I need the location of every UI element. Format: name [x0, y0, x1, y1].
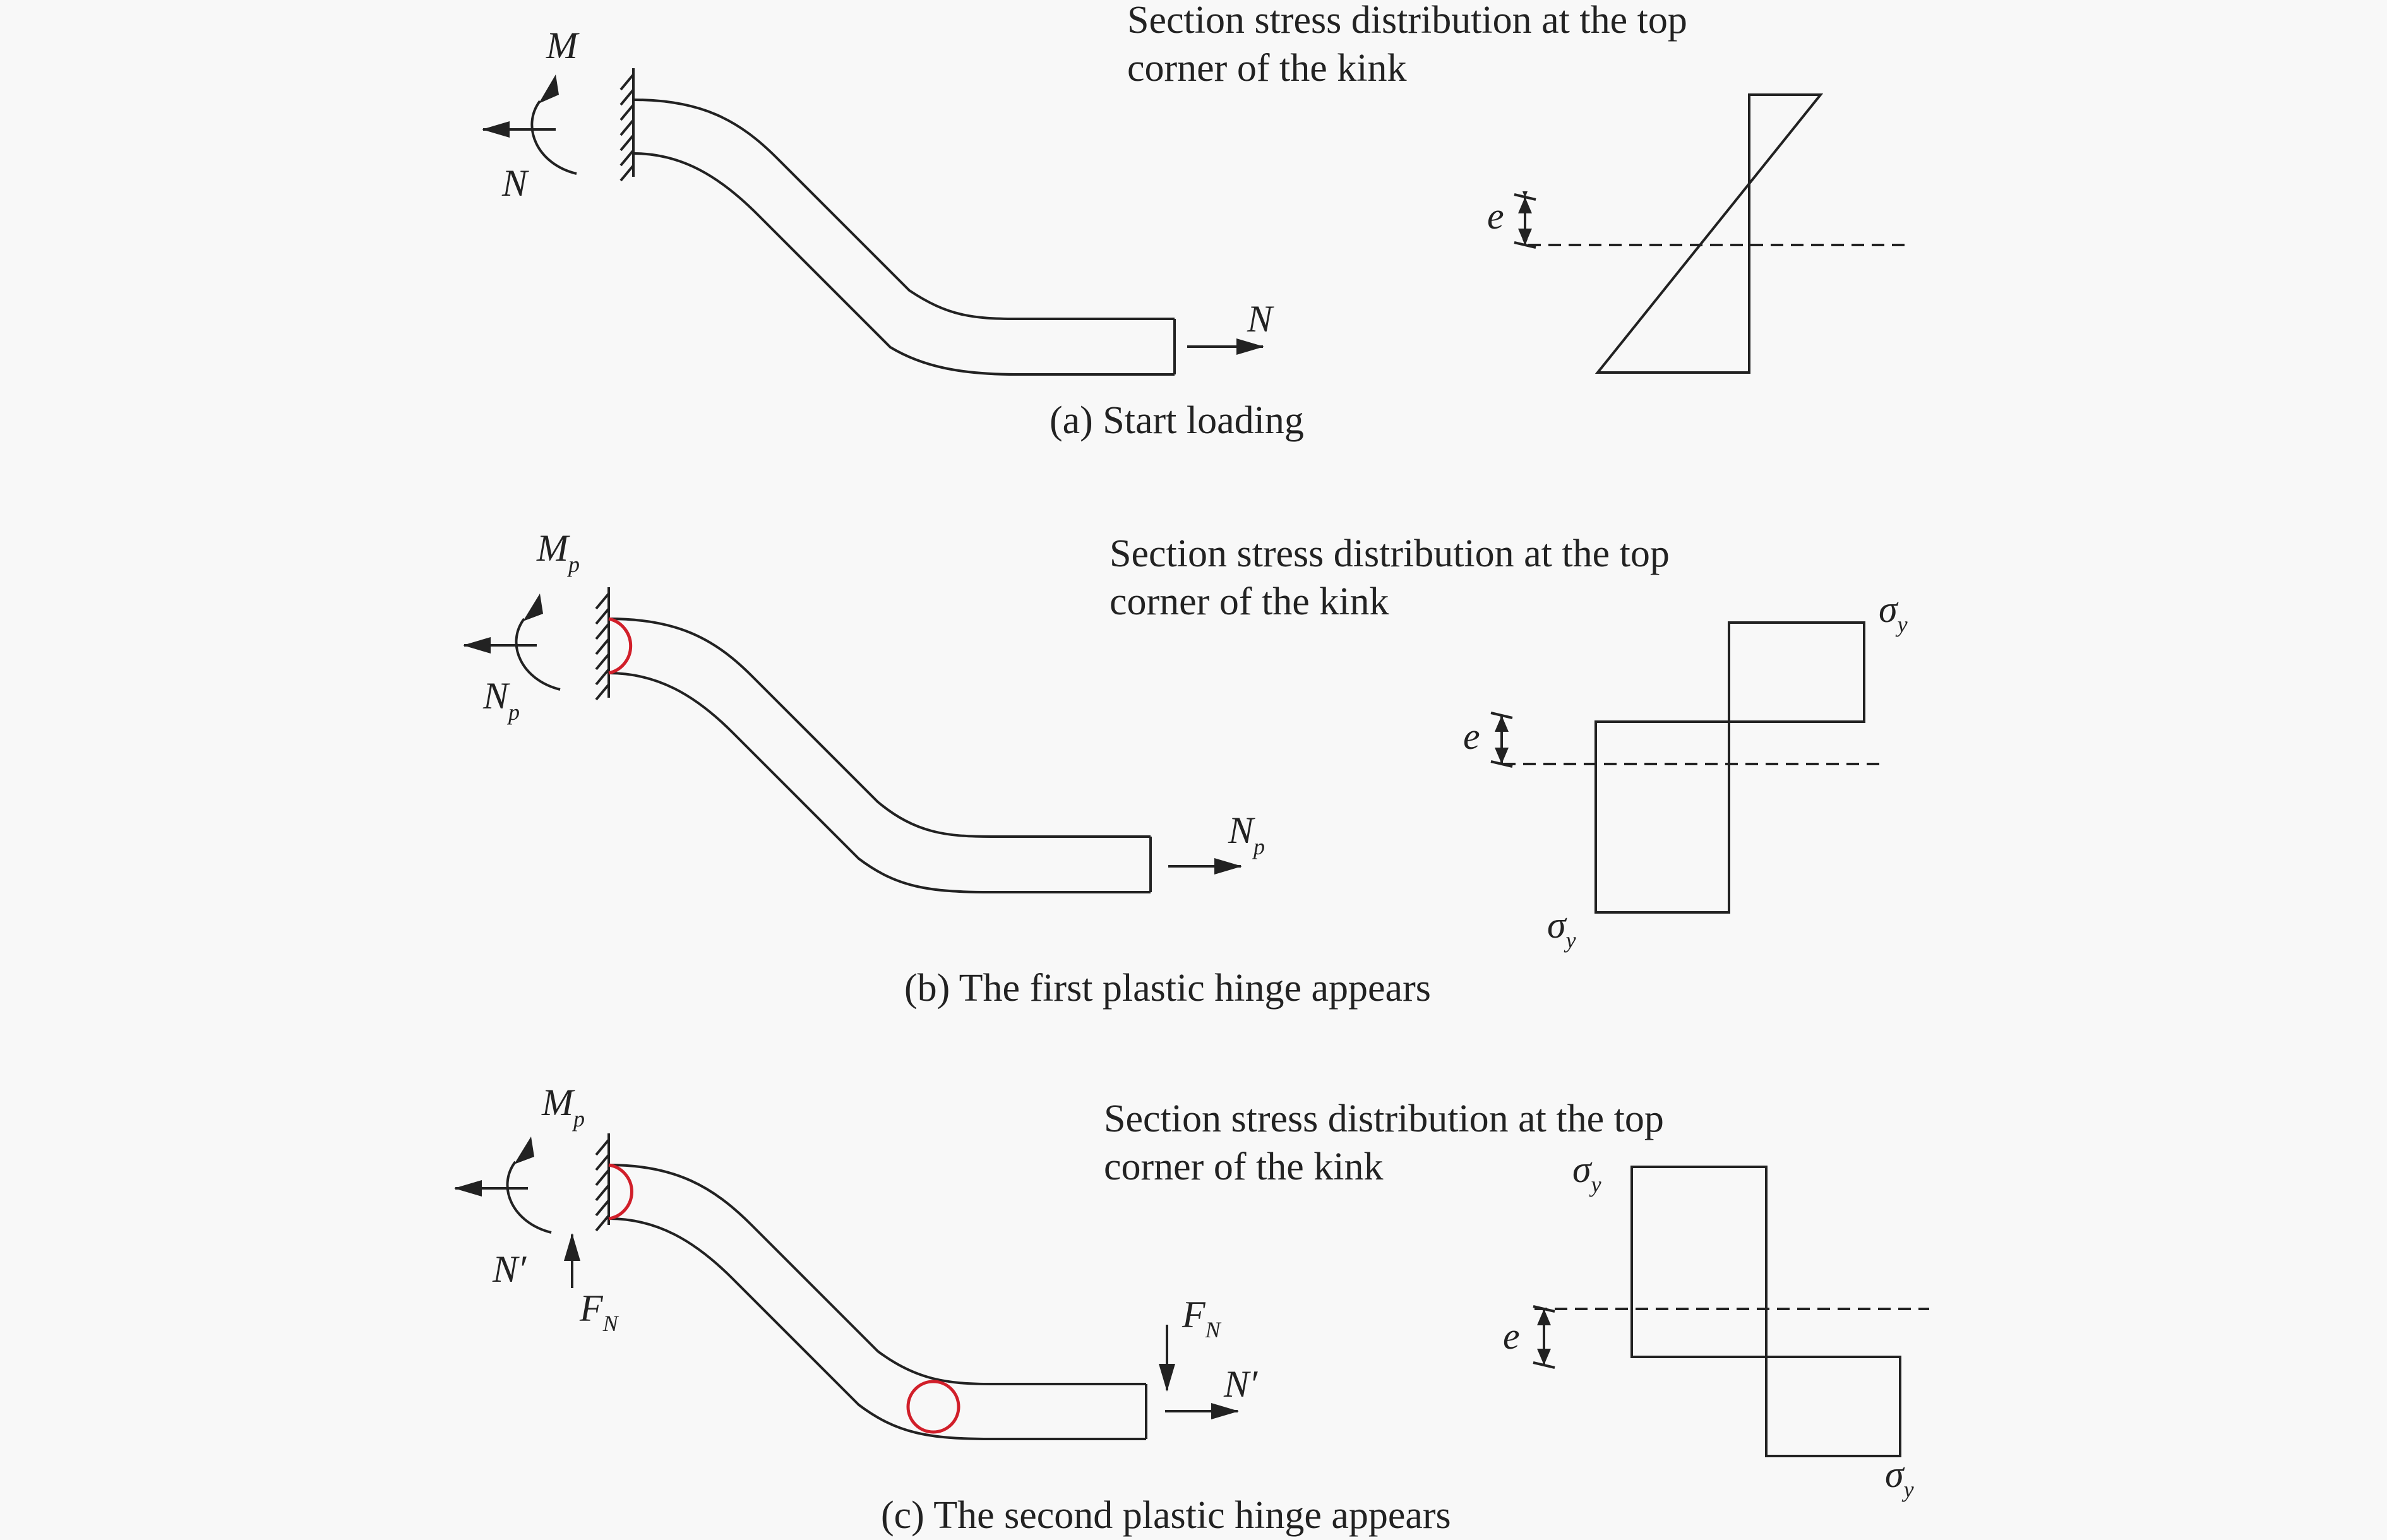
panel-b-caption: (b) The first plastic hinge appears [904, 967, 1431, 1010]
stress-distribution-diagram: e [1487, 93, 1907, 374]
panel-b: Mp Np Np Section stress distribution at … [463, 527, 1908, 1010]
eccentricity-label: e [1487, 195, 1504, 237]
panel-a-caption: (a) Start loading [1050, 399, 1304, 442]
section-title-line2: corner of the kink [1110, 580, 1389, 623]
stress-profile-linear [1594, 93, 1824, 374]
panel-a: M N N Section stress distribution at the… [482, 0, 1907, 442]
eccentricity-label: e [1463, 715, 1480, 757]
panel-a-member [619, 68, 1176, 376]
right-shear-label: FN [1182, 1294, 1222, 1342]
panel-b-member [595, 587, 1152, 893]
section-title-line2: corner of the kink [1127, 47, 1406, 90]
member-bottom-edge [633, 152, 1175, 376]
left-axial-label: Np [482, 675, 520, 725]
panel-c-member [595, 1133, 1147, 1440]
section-title: Section stress distribution at the top [1110, 532, 1670, 575]
yield-stress-label-bottom: σy [1547, 904, 1576, 953]
member-bottom-edge [608, 1217, 1146, 1440]
yield-stress-label-top: σy [1572, 1149, 1601, 1197]
yield-stress-label-top: σy [1879, 588, 1908, 637]
plastic-hinge-2 [906, 1380, 960, 1434]
support-hatching [619, 73, 635, 182]
eccentricity-label: e [1503, 1315, 1520, 1357]
left-moment-arrow [506, 1137, 552, 1234]
panel-c-caption: (c) The second plastic hinge appears [881, 1494, 1451, 1537]
section-title: Section stress distribution at the top [1127, 0, 1687, 42]
member-top-edge [608, 618, 1151, 838]
left-axial-label: N′ [492, 1248, 527, 1290]
section-title: Section stress distribution at the top [1104, 1097, 1664, 1140]
stress-block-tension [1594, 720, 1730, 914]
stress-block-compression [1728, 621, 1865, 723]
right-axial-label: N′ [1223, 1363, 1258, 1405]
panel-c: Mp N′ FN FN N′ Section stress distributi… [454, 1082, 1929, 1537]
left-moment-label: M [546, 25, 580, 66]
member-top-edge [633, 98, 1175, 320]
left-shear-label: FN [579, 1287, 619, 1336]
support-hatching [595, 1138, 610, 1232]
support-hatching [595, 592, 610, 701]
left-moment-label: Mp [536, 527, 580, 577]
left-moment-label: Mp [541, 1082, 585, 1131]
member-bottom-edge [608, 672, 1151, 893]
stress-distribution-diagram: e σy σy [1463, 588, 1908, 953]
plastic-hinge-1 [608, 1163, 633, 1221]
stress-block-tension [1765, 1356, 1901, 1457]
stress-distribution-diagram: e σy σy [1503, 1149, 1929, 1502]
plastic-hinge-1 [608, 617, 633, 675]
section-title-line2: corner of the kink [1104, 1145, 1383, 1188]
right-axial-label: Np [1228, 809, 1265, 859]
stress-block-compression [1630, 1166, 1768, 1358]
yield-stress-label-bottom: σy [1885, 1453, 1914, 1502]
left-moment-arrow [515, 594, 561, 691]
right-axial-label: N [1247, 298, 1274, 340]
member-top-edge [608, 1164, 1146, 1385]
left-axial-label: N [501, 162, 529, 204]
left-moment-arrow [530, 75, 577, 175]
